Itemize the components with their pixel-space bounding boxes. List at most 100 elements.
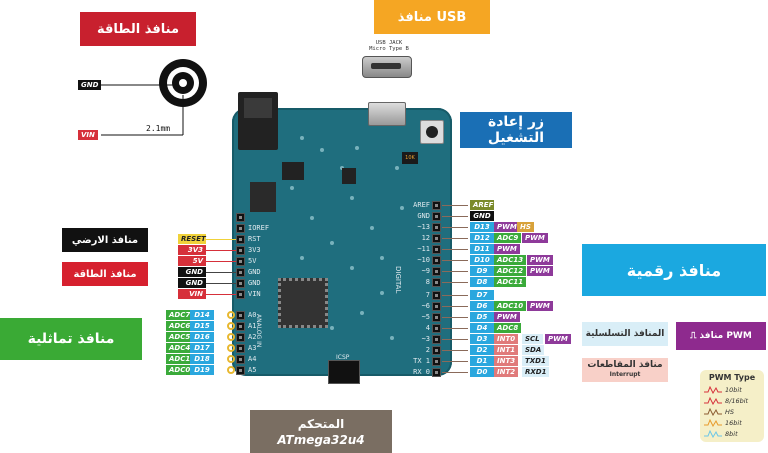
header-pin[interactable] xyxy=(236,311,245,320)
pin-connector xyxy=(442,295,468,296)
pin-tag: D8 xyxy=(470,277,494,287)
pin-tag: 5V xyxy=(178,256,206,266)
header-pin[interactable] xyxy=(236,213,245,222)
pin-tag: RESET xyxy=(178,234,206,244)
header-pin[interactable] xyxy=(432,313,441,322)
pin-tag: AREF xyxy=(470,200,494,210)
pin-label: A2 xyxy=(248,333,257,341)
header-pin[interactable] xyxy=(432,291,441,300)
pin-connector xyxy=(442,282,468,283)
pin-label: A1 xyxy=(248,322,257,330)
header-pin[interactable] xyxy=(236,268,245,277)
header-pin[interactable] xyxy=(432,324,441,333)
header-pin[interactable] xyxy=(432,256,441,265)
pin-connector xyxy=(442,205,468,206)
header-pin[interactable] xyxy=(432,368,441,377)
header-pin[interactable] xyxy=(432,346,441,355)
pin-function-tag: PWM xyxy=(522,233,548,243)
voltage-regulator xyxy=(282,162,304,180)
analog-d-tag: D15 xyxy=(190,321,214,331)
header-pin[interactable] xyxy=(432,267,441,276)
serial-title: المنافذ التسلسلية xyxy=(582,322,668,346)
header-pin[interactable] xyxy=(432,335,441,344)
header-pin[interactable] xyxy=(236,235,245,244)
pin-tag: D12 xyxy=(470,233,494,243)
header-pin[interactable] xyxy=(432,212,441,221)
header-pin[interactable] xyxy=(432,357,441,366)
reset-button[interactable] xyxy=(420,120,444,144)
pin-function-tag: ADC10 xyxy=(494,301,527,311)
header-pin[interactable] xyxy=(432,223,441,232)
legend-wave-icon xyxy=(704,418,722,427)
pwm-label: منافذ PWM xyxy=(699,331,752,341)
ground-title: منافذ الارضي xyxy=(62,228,148,252)
pin-function-tag: PWM xyxy=(527,301,553,311)
legend-item: 10bit xyxy=(704,384,760,395)
pin-label: 4 xyxy=(425,324,430,332)
pin-label: 12 xyxy=(421,234,430,242)
pin-function-tag: PWM xyxy=(494,222,520,232)
pin-tag: D9 xyxy=(470,266,494,276)
pin-function-tag: TXD1 xyxy=(522,356,549,366)
header-pin[interactable] xyxy=(432,201,441,210)
pin-label: 2 xyxy=(425,346,430,354)
header-pin[interactable] xyxy=(236,257,245,266)
pin-connector xyxy=(206,294,236,295)
header-pin[interactable] xyxy=(236,279,245,288)
pin-connector xyxy=(442,238,468,239)
board-traces xyxy=(290,136,404,340)
header-pin[interactable] xyxy=(432,278,441,287)
pin-label: AREF xyxy=(413,201,430,209)
ic-small xyxy=(342,168,356,184)
icsp-header xyxy=(328,360,360,384)
legend-wave-icon xyxy=(704,429,722,438)
power-title-left: منافذ الطاقة xyxy=(62,262,148,286)
pin-tag: D2 xyxy=(470,345,494,355)
header-pin[interactable] xyxy=(236,366,245,375)
legend-wave-icon xyxy=(704,396,722,405)
analog-adc-tag: ADC1 xyxy=(166,354,190,364)
pin-tag: D10 xyxy=(470,255,494,265)
pin-connector xyxy=(206,250,236,251)
pin-function-tag: INT0 xyxy=(494,334,519,344)
legend-label: 16bit xyxy=(725,418,742,427)
pin-function-tag: ADC11 xyxy=(494,277,527,287)
pin-function-tag: ADC13 xyxy=(494,255,527,265)
header-pin[interactable] xyxy=(236,355,245,364)
header-pin[interactable] xyxy=(236,224,245,233)
header-pin[interactable] xyxy=(432,234,441,243)
pin-connector xyxy=(442,306,468,307)
pin-tag: D6 xyxy=(470,301,494,311)
pin-connector xyxy=(442,339,468,340)
analog-title: منافذ تماثلية xyxy=(0,318,142,360)
legend-wave-icon xyxy=(704,407,722,416)
pin-connector xyxy=(442,372,468,373)
pin-label: GND xyxy=(248,268,261,276)
analog-pin-dot xyxy=(227,311,235,319)
pin-label: 5V xyxy=(248,257,257,265)
analog-d-tag: D18 xyxy=(190,354,214,364)
header-pin[interactable] xyxy=(236,344,245,353)
board: 10K ICSP DIGITAL ANALOG IN xyxy=(232,92,452,384)
header-pin[interactable] xyxy=(236,246,245,255)
header-pin[interactable] xyxy=(432,302,441,311)
analog-adc-tag: ADC0 xyxy=(166,365,190,375)
pin-label: ~10 xyxy=(417,256,430,264)
digital-title: منافذ رقمية xyxy=(582,244,766,296)
led-10k: 10K xyxy=(402,152,418,164)
header-pin[interactable] xyxy=(236,290,245,299)
legend-item: HS xyxy=(704,406,760,417)
pin-tag: 3V3 xyxy=(178,245,206,255)
pin-function-tag: ADC12 xyxy=(494,266,527,276)
pin-label: RX 0 xyxy=(413,368,430,376)
jack-size-label: 2.1mm xyxy=(146,124,171,133)
pin-function-tag: HS xyxy=(517,222,534,232)
pin-connector xyxy=(206,239,236,240)
pin-function-tag: INT3 xyxy=(494,356,519,366)
power-jack-diagram xyxy=(101,59,207,136)
header-pin[interactable] xyxy=(432,245,441,254)
pin-tag: D4 xyxy=(470,323,494,333)
header-pin[interactable] xyxy=(236,322,245,331)
pin-label: 3V3 xyxy=(248,246,261,254)
header-pin[interactable] xyxy=(236,333,245,342)
